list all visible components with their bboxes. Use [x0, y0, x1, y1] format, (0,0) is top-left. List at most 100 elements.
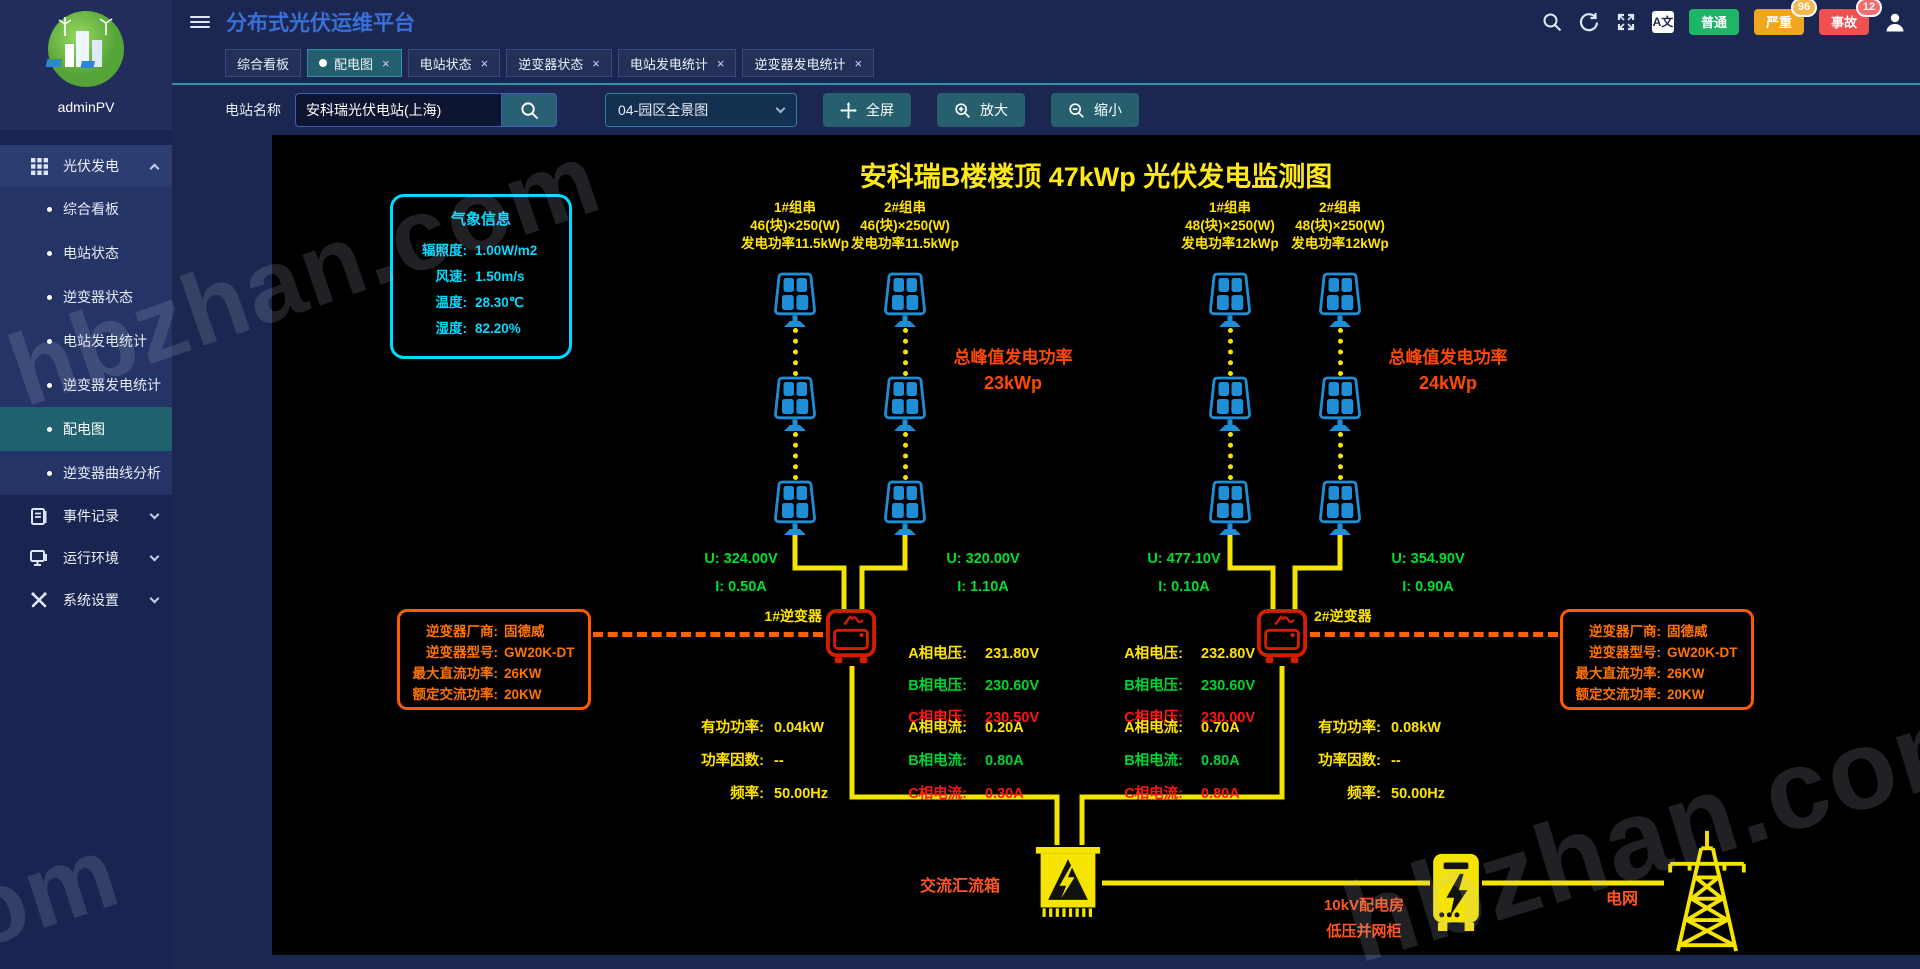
inverter-icon — [825, 608, 877, 666]
dc-dotted-line — [1337, 328, 1343, 376]
dc-voltage: U: 324.00V — [704, 551, 778, 567]
grid-icon — [28, 157, 50, 175]
dc-dotted-line — [1227, 328, 1233, 376]
sidebar-item-inverter-status[interactable]: 逆变器状态 — [0, 275, 172, 319]
weather-value: 1.50m/s — [475, 269, 525, 284]
close-icon[interactable]: × — [382, 55, 390, 71]
hamburger-menu-icon[interactable] — [190, 15, 210, 28]
sidebar-item-pv-generation[interactable]: 光伏发电 — [0, 145, 172, 187]
info-label: 额定交流功率: — [1575, 687, 1662, 702]
bullet-icon — [47, 426, 52, 432]
stat-value: 50.00Hz — [774, 786, 829, 802]
view-select[interactable]: 04-园区全景图 — [605, 93, 797, 127]
solar-panel-icon — [1205, 376, 1255, 432]
dc-dotted-line — [1227, 432, 1233, 480]
sidebar-item-label: 综合看板 — [63, 201, 119, 217]
chevron-down-icon — [149, 509, 160, 520]
weather-label: 风速: — [435, 269, 468, 284]
sidebar-item-station-status[interactable]: 电站状态 — [0, 231, 172, 275]
distribution-room-label: 10kV配电房 低压并网柜 — [1294, 893, 1434, 945]
phase-value: 230.00V — [1201, 710, 1256, 726]
user-avatar-icon[interactable] — [1884, 11, 1906, 33]
tab-station-status[interactable]: 电站状态× — [407, 49, 501, 77]
inverter-2-ac-stats: 有功功率:0.08kW 功率因数:-- 频率:50.00Hz — [1296, 712, 1496, 811]
translate-icon[interactable]: A文 — [1651, 10, 1674, 33]
current-user: adminPV — [57, 99, 115, 115]
tab-inverter-status[interactable]: 逆变器状态× — [506, 49, 612, 77]
tab-dashboard[interactable]: 综合看板 — [225, 49, 302, 77]
badge-label: 普通 — [1700, 15, 1727, 30]
close-icon[interactable]: × — [854, 55, 863, 71]
info-label: 额定交流功率: — [412, 687, 499, 702]
info-label: 逆变器型号: — [426, 645, 498, 660]
circuit-lines — [792, 533, 1664, 886]
sidebar-item-station-gen-stats[interactable]: 电站发电统计 — [0, 319, 172, 363]
close-icon[interactable]: × — [592, 55, 600, 71]
search-button[interactable] — [501, 93, 557, 127]
chevron-down-icon — [149, 551, 160, 562]
string-power: 发电功率11.5kWp — [740, 236, 850, 251]
transmission-tower-icon — [1660, 827, 1754, 953]
badge-label: 严重 — [1765, 15, 1792, 30]
tab-label: 综合看板 — [237, 56, 290, 72]
tab-distribution-diagram[interactable]: 配电图× — [307, 49, 402, 77]
dashed-link — [1310, 632, 1558, 637]
inverter-2-phase-voltages: A相电压:232.80V B相电压:230.60V C相电压:230.00V — [1095, 638, 1325, 734]
stat-label: 频率: — [730, 786, 764, 802]
badge-count: 12 — [1856, 0, 1882, 17]
dc-dotted-line — [792, 328, 798, 376]
sidebar-item-label: 逆变器发电统计 — [63, 377, 161, 393]
sidebar-item-label: 逆变器曲线分析 — [63, 465, 161, 481]
sidebar-item-label: 逆变器状态 — [63, 289, 133, 305]
close-icon[interactable]: × — [716, 55, 725, 71]
chevron-down-icon — [149, 593, 160, 604]
fullscreen-button[interactable]: 全屏 — [823, 93, 911, 127]
search-icon[interactable] — [1541, 11, 1563, 33]
sidebar-item-dashboard[interactable]: 综合看板 — [0, 187, 172, 231]
sidebar-item-system-settings[interactable]: 系统设置 — [0, 579, 172, 621]
logo-area: adminPV — [0, 0, 172, 130]
phase-value: 0.80A — [1201, 786, 1240, 802]
string-power: 发电功率12kWp — [1181, 236, 1279, 251]
badge-label: 事故 — [1830, 15, 1857, 30]
inverter-1-phase-currents: A相电流:0.20A B相电流:0.80A C相电流:0.30A — [879, 712, 1109, 811]
stat-value: 50.00Hz — [1391, 786, 1446, 802]
dc-voltage: U: 477.10V — [1147, 551, 1221, 567]
sidebar-item-inverter-curve[interactable]: 逆变器曲线分析 — [0, 451, 172, 495]
string-power: 发电功率12kWp — [1291, 236, 1389, 251]
sidebar-item-event-log[interactable]: 事件记录 — [0, 495, 172, 537]
sidebar-item-label: 电站状态 — [63, 245, 119, 261]
solar-panel-icon — [770, 376, 820, 432]
stat-value: 0.04kW — [774, 720, 824, 736]
peak-label: 总峰值发电功率 — [953, 348, 1073, 367]
refresh-icon[interactable] — [1578, 11, 1600, 33]
fullscreen-icon[interactable] — [1615, 11, 1637, 33]
tools-icon — [28, 591, 50, 609]
zoom-out-button[interactable]: 缩小 — [1051, 93, 1139, 127]
sidebar-item-label: 光伏发电 — [63, 158, 119, 174]
phase-label: B相电流: — [1124, 753, 1183, 769]
info-value: 固德威 — [504, 624, 545, 639]
phase-value: 0.30A — [985, 786, 1024, 802]
phase-value: 0.80A — [1201, 753, 1240, 769]
clipboard-icon — [28, 507, 50, 525]
sidebar-item-inverter-gen-stats[interactable]: 逆变器发电统计 — [0, 363, 172, 407]
weather-label: 湿度: — [435, 321, 468, 336]
zoom-out-button-label: 缩小 — [1094, 102, 1122, 118]
station-search-input[interactable] — [295, 93, 501, 127]
info-value: 20KW — [504, 687, 542, 702]
alarm-badge-normal[interactable]: 普通 — [1688, 8, 1739, 35]
close-icon[interactable]: × — [480, 55, 489, 71]
weather-value: 82.20% — [475, 321, 521, 336]
solar-panel-icon — [770, 480, 820, 536]
sidebar-item-runtime-env[interactable]: 运行环境 — [0, 537, 172, 579]
tab-station-gen-stats[interactable]: 电站发电统计× — [617, 49, 737, 77]
zoom-in-button[interactable]: 放大 — [937, 93, 1025, 127]
sidebar-item-distribution-diagram[interactable]: 配电图 — [0, 407, 172, 451]
dc-dotted-line — [792, 432, 798, 480]
tab-inverter-gen-stats[interactable]: 逆变器发电统计× — [742, 49, 875, 77]
